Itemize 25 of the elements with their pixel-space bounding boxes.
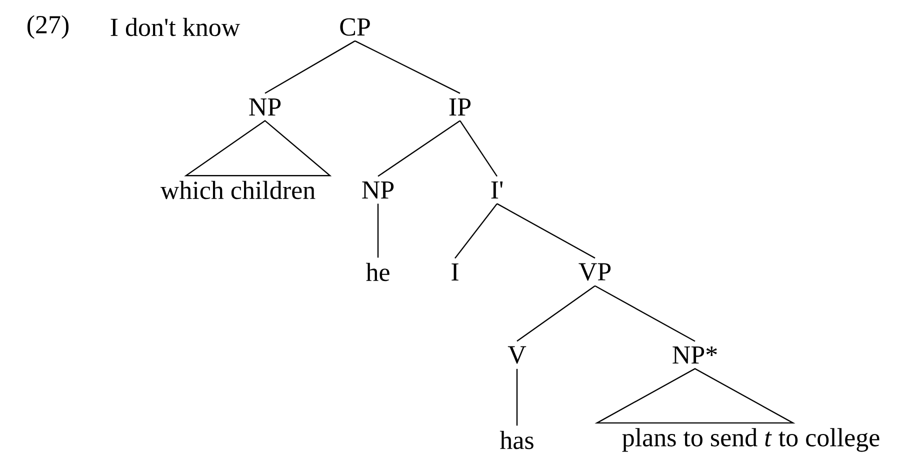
tree-branch: [454, 203, 498, 259]
tree-branch: [460, 120, 498, 177]
category-label: IP: [449, 98, 471, 116]
word-label: which children: [160, 180, 316, 200]
word-label: plans to send t to college: [622, 428, 880, 452]
tree-branch: [377, 204, 379, 258]
tree-branch: [496, 203, 596, 259]
category-label: NP: [362, 181, 394, 198]
category-label: V: [508, 346, 526, 364]
word-label: he: [366, 262, 390, 282]
tree-branch: [516, 285, 596, 342]
category-label: NP: [249, 98, 281, 116]
category-label: I: [452, 263, 458, 280]
category-label: I': [491, 181, 503, 198]
tree-branch: [264, 40, 356, 94]
category-label: NP*: [672, 346, 717, 364]
category-label: VP: [578, 263, 611, 281]
category-label: CP: [340, 18, 370, 36]
example-text: (27): [28, 15, 69, 39]
example-text: I don't know: [110, 18, 240, 36]
tree-branch: [516, 368, 518, 426]
tree-branch: [378, 120, 460, 177]
word-label: has: [500, 430, 534, 450]
tree-branch: [354, 40, 460, 94]
tree-branch: [594, 285, 696, 342]
